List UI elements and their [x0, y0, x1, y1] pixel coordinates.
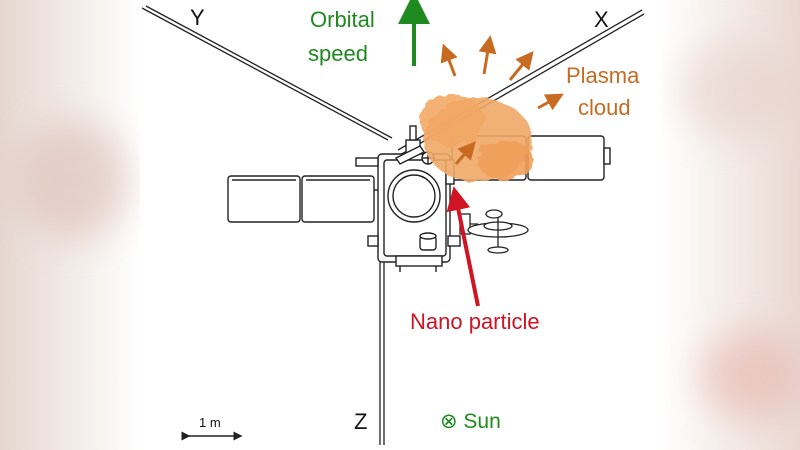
right-blurred-background [660, 0, 800, 450]
left-blur-blob [20, 120, 130, 240]
sensor-dish [459, 209, 529, 254]
z-boom [379, 250, 385, 445]
nano-particle-arrow [446, 186, 480, 307]
plasma-arrow [537, 93, 564, 111]
orbital-speed-label-line2: speed [308, 41, 368, 66]
plasma-arrows [440, 35, 564, 165]
left-solar-array [227, 175, 378, 223]
axis-label-z: Z [354, 409, 368, 434]
plasma-cloud-label-line1: Plasma [566, 63, 640, 88]
y-boom [141, 5, 393, 141]
left-blurred-background [0, 0, 140, 450]
orbital-speed-label-line1: Orbital [310, 7, 375, 32]
plasma-arrow [454, 141, 476, 165]
scale-bar-label: 1 m [199, 415, 221, 430]
plasma-arrow [478, 35, 497, 75]
axis-label-x: X [594, 7, 609, 32]
plasma-arrow [508, 51, 534, 81]
plasma-cloud-label-line2: cloud [578, 95, 631, 120]
nano-particle-label: Nano particle [410, 309, 540, 334]
plasma-arrow [440, 43, 458, 77]
sun-direction-label: ⊗ Sun [440, 410, 501, 433]
right-blur-blob-bottom [700, 330, 800, 420]
axis-label-y: Y [190, 5, 205, 30]
right-blur-blob-top [680, 40, 790, 140]
satellite-body [355, 125, 461, 272]
plasma-cloud [420, 94, 533, 182]
